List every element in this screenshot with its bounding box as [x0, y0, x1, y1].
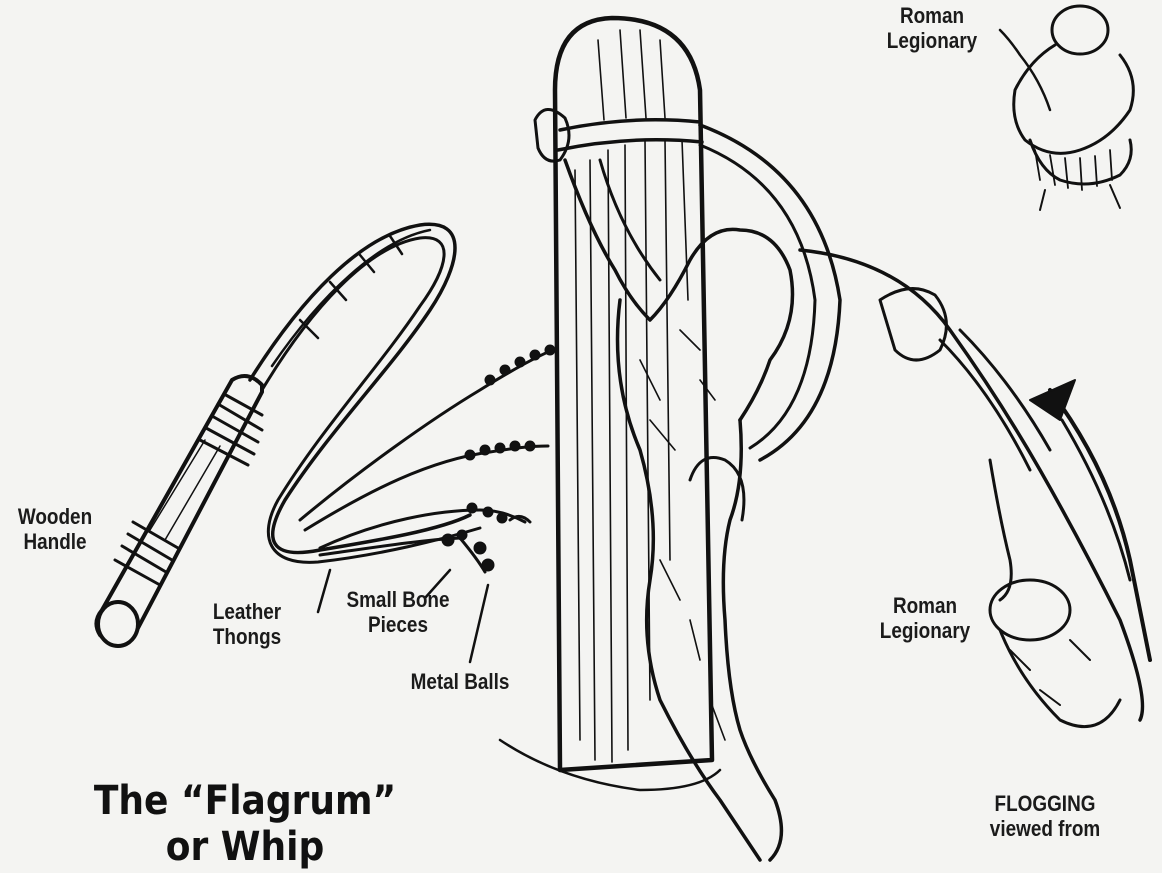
label-small-bone-pieces-line1: Small Bone: [329, 588, 467, 613]
label-leather-thongs-line1: Leather: [200, 600, 295, 625]
title: The “Flagrum” or Whip: [45, 778, 445, 870]
title-line1: The “Flagrum”: [45, 778, 445, 824]
label-flogging: FLOGGING viewed from: [972, 792, 1118, 841]
label-roman-legionary-right: Roman Legionary: [865, 594, 985, 643]
label-metal-balls: Metal Balls: [383, 670, 538, 695]
label-wooden-handle-line2: Handle: [8, 530, 103, 555]
roman-legionary-right-drawing: [800, 250, 1150, 727]
label-roman-legionary-top-line1: Roman: [872, 4, 992, 29]
title-line2: or Whip: [45, 824, 445, 870]
roman-legionary-top-drawing: [1000, 6, 1133, 210]
label-roman-legionary-right-line2: Legionary: [865, 619, 985, 644]
label-leather-thongs: Leather Thongs: [200, 600, 295, 649]
label-leather-thongs-line2: Thongs: [200, 625, 295, 650]
label-flogging-line1: FLOGGING: [972, 792, 1118, 817]
label-roman-legionary-right-line1: Roman: [865, 594, 985, 619]
label-wooden-handle-line1: Wooden: [8, 505, 103, 530]
leather-thongs-drawing: [250, 224, 565, 612]
label-flogging-line2: viewed from: [972, 817, 1118, 842]
label-wooden-handle: Wooden Handle: [8, 505, 103, 554]
label-small-bone-pieces: Small Bone Pieces: [329, 588, 467, 637]
label-roman-legionary-top: Roman Legionary: [872, 4, 992, 53]
label-roman-legionary-top-line2: Legionary: [872, 29, 992, 54]
label-small-bone-pieces-line2: Pieces: [329, 613, 467, 638]
